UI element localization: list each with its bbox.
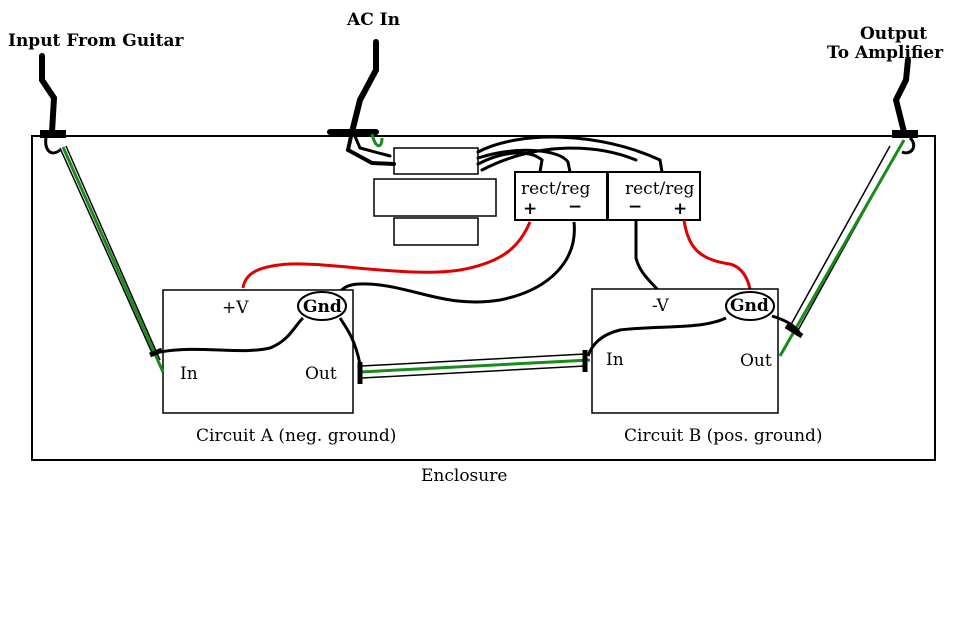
rect-reg-left-plus: + [523,199,537,219]
ac-ground-wire [370,133,384,148]
enclosure-box [31,135,936,461]
circuit-b: -V Gnd In Out [591,288,779,414]
positive-supply-wire-a [241,221,532,289]
input-label: Input From Guitar [8,31,185,51]
input-jack [39,53,66,155]
transformer [373,147,497,246]
circuit-a-caption: Circuit A (neg. ground) [196,426,396,446]
circuit-b-v-label: -V [652,296,670,316]
ac-in-label: AC In [346,10,400,30]
circuit-b-in-ground-link [586,316,727,357]
rect-reg-right-title: rect/reg [625,179,694,199]
circuit-b-caption: Circuit B (pos. ground) [624,426,823,446]
rect-reg-left: rect/reg + − [514,171,608,221]
circuit-b-gnd-to-output-shield [771,314,802,335]
transformer-secondary-wires [476,135,664,174]
circuit-b-in-label: In [606,350,624,370]
negative-supply-wire-b [634,220,664,296]
output-label-line2: To Amplifier [827,43,944,63]
ac-power-cord [327,39,396,166]
output-shielded-cable [778,139,906,357]
ground-wire-a [338,221,576,304]
circuit-b-out-label: Out [740,351,772,371]
output-jack [892,57,918,155]
circuit-a-v-label: +V [222,298,249,318]
circuit-b-gnd-label: Gnd [730,296,769,316]
rect-reg-right-plus: + [673,199,687,219]
circuit-a-ground-link [159,316,305,354]
interstage-shielded-cable [357,350,591,384]
rect-reg-left-title: rect/reg [521,179,590,199]
circuit-a-gnd-circle [297,291,347,321]
interstage-ground-wire [338,317,362,365]
rect-reg-left-minus: − [568,197,582,217]
rect-reg-right: rect/reg − + [607,171,701,221]
output-label-line1: Output [860,24,927,44]
input-shielded-cable [59,145,165,373]
rect-reg-right-minus: − [628,197,642,217]
positive-ground-wire-b [682,219,752,293]
enclosure-label: Enclosure [421,466,507,486]
circuit-a-in-label: In [180,364,198,384]
circuit-a: +V Gnd In Out [162,289,354,414]
circuit-a-out-label: Out [305,364,337,384]
circuit-a-gnd-label: Gnd [303,297,342,317]
circuit-b-gnd-circle [725,291,775,321]
